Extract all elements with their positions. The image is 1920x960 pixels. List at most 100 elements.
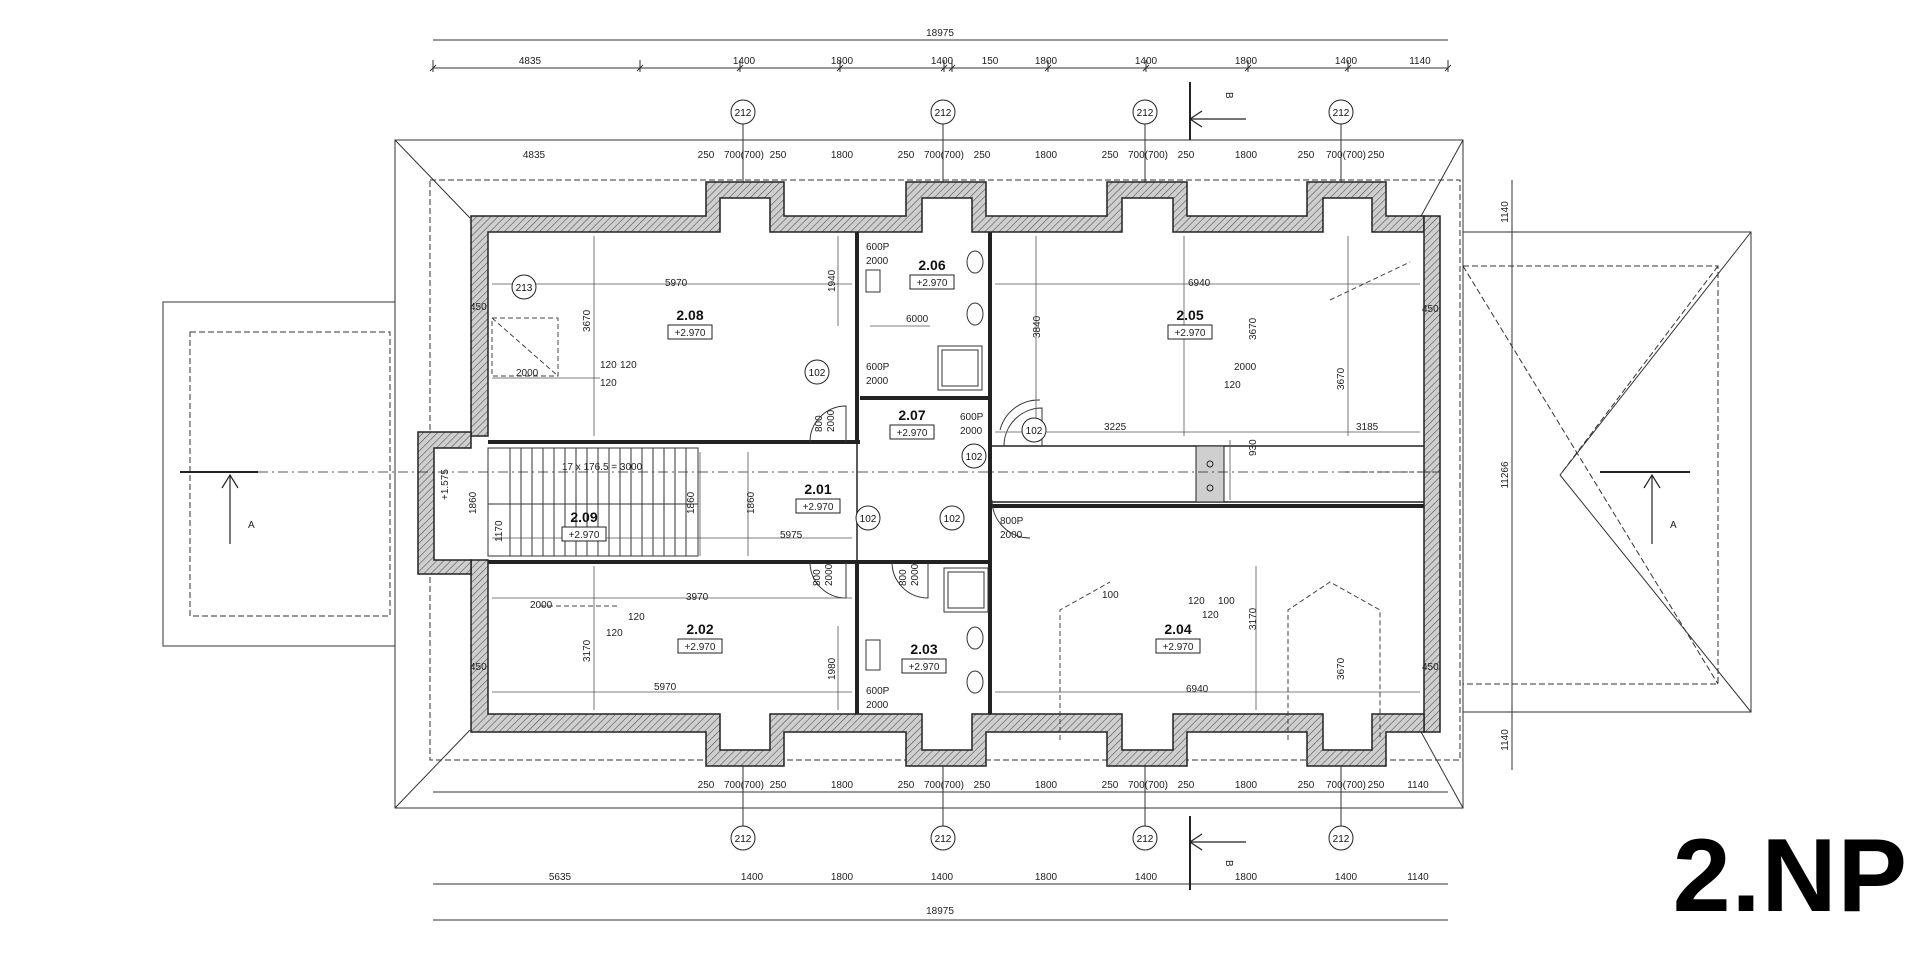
dim-2000b: 2000 [866,256,889,267]
room-2.03: 2.03+2.970 [901,641,947,674]
dim-1575: +1.575 [440,469,451,500]
window-tag-bottom-1: 212 [930,825,956,851]
skylight-tag: 213 [511,274,537,300]
dim-inner-bottom-5: 700(700) [924,780,964,791]
dim-inner-top-10: 700(700) [1128,150,1168,161]
dim-3970: 3970 [686,592,709,603]
dim-inner-bottom-11: 1800 [1235,780,1258,791]
dim-inner-top-9: 250 [1102,150,1119,161]
bubble-label: 212 [1333,834,1350,845]
dim-120g: 120 [1188,596,1205,607]
dim-2000k: 2000 [866,700,889,711]
dim-inner-bottom-8: 250 [1102,780,1119,791]
dim-120e: 120 [628,612,645,623]
dim-450d: 450 [1422,662,1439,673]
room-level: +2.970 [909,662,940,673]
dim-3670b: 3670 [1248,317,1259,340]
bubble-label: 212 [1137,834,1154,845]
dim-inner-top-3: 250 [770,150,787,161]
window-tag-bottom-0: 212 [730,825,756,851]
bubble-label: 213 [516,283,533,294]
dim-right-3: 1140 [1500,729,1511,751]
dim-inner-bottom-3: 1800 [831,780,854,791]
dim-inner-bottom-9: 700(700) [1128,780,1168,791]
dim-inner-top-6: 700(700) [924,150,964,161]
dim-inner-bottom-0: 250 [698,780,715,791]
room-number: 2.06 [918,257,945,273]
dim-1940: 1940 [827,269,838,292]
dim-bottom-0: 5635 [549,872,572,883]
top-dimension-chain [429,39,1452,72]
chimney [1195,445,1225,503]
section-b-top: B [1223,92,1234,99]
dim-1170: 1170 [494,520,505,542]
room-2.07: 2.07+2.970 [889,407,935,440]
exterior-walls [417,181,1441,767]
room-2.06: 2.06+2.970 [909,257,955,290]
dim-600p2: 600P [866,362,890,373]
dim-5970a: 5970 [665,278,688,289]
dim-3170a: 3170 [582,639,593,662]
dim-1860c: 1860 [746,491,757,514]
dim-inner-top-14: 700(700) [1326,150,1366,161]
window-tag-top-2: 212 [1132,99,1158,125]
room-level: +2.970 [569,530,600,541]
dim-3185: 3185 [1356,422,1379,433]
dim-bottom-3: 1400 [931,872,954,883]
room-2.08: 2.08+2.970 [667,307,713,340]
dim-inner-top-15: 250 [1368,150,1385,161]
dim-5975: 5975 [780,530,803,541]
dim-800p: 800P [1000,516,1024,527]
room-number: 2.02 [686,621,713,637]
dim-2000f: 2000 [826,409,837,432]
dim-800a: 800 [814,415,825,432]
dim-2000e: 2000 [960,426,983,437]
section-lines [180,82,1690,890]
dim-930: 930 [1248,439,1259,456]
door-tag-2: 102 [855,505,881,531]
dim-inner-bottom-6: 250 [974,780,991,791]
dim-inner-top-5: 250 [898,150,915,161]
dim-bottom-4: 1800 [1035,872,1058,883]
bubble-label: 102 [809,368,826,379]
dim-inner-bottom-10: 250 [1178,780,1195,791]
room-level: +2.970 [897,428,928,439]
dim-top-total: 18975 [926,28,954,39]
bubble-label: 102 [966,452,983,463]
dim-top-8: 1400 [1335,56,1358,67]
room-2.04: 2.04+2.970 [1155,621,1201,654]
roof-outline [162,139,1752,809]
window-tag-bottom-2: 212 [1132,825,1158,851]
dim-top-0: 4835 [519,56,542,67]
dim-2000d: 2000 [1234,362,1257,373]
dim-top-1: 1400 [733,56,756,67]
room-level: +2.970 [675,328,706,339]
dim-120d: 120 [1224,380,1241,391]
bubble-label: 212 [1137,108,1154,119]
bubble-label: 212 [735,108,752,119]
dim-1980: 1980 [827,657,838,680]
room-number: 2.09 [570,509,597,525]
dimension-labels: 5970 3670 1940 450 2000 120 120 120 600P… [440,242,1439,711]
dim-100b: 100 [1218,596,1235,607]
dim-100a: 100 [1102,590,1119,601]
dim-inner-bottom-14: 250 [1368,780,1385,791]
room-2.02: 2.02+2.970 [677,621,723,654]
dim-bottom-total: 18975 [926,906,954,917]
dim-3670a: 3670 [582,309,593,332]
room-2.01: 2.01+2.970 [795,481,841,514]
dim-1860a: 1860 [468,491,479,514]
dim-top-5: 1800 [1035,56,1058,67]
dim-right-1: 1140 [1500,201,1511,223]
window-tag-top-3: 212 [1328,99,1354,125]
dim-inner-top-12: 1800 [1235,150,1258,161]
dim-6000: 6000 [906,314,929,325]
dim-120f: 120 [606,628,623,639]
dim-inner-bottom-13: 700(700) [1326,780,1366,791]
window-tag-bottom-3: 212 [1328,825,1354,851]
stair-label: 17 x 176.5 = 3000 [562,462,643,473]
dim-2000i: 2000 [824,563,835,586]
